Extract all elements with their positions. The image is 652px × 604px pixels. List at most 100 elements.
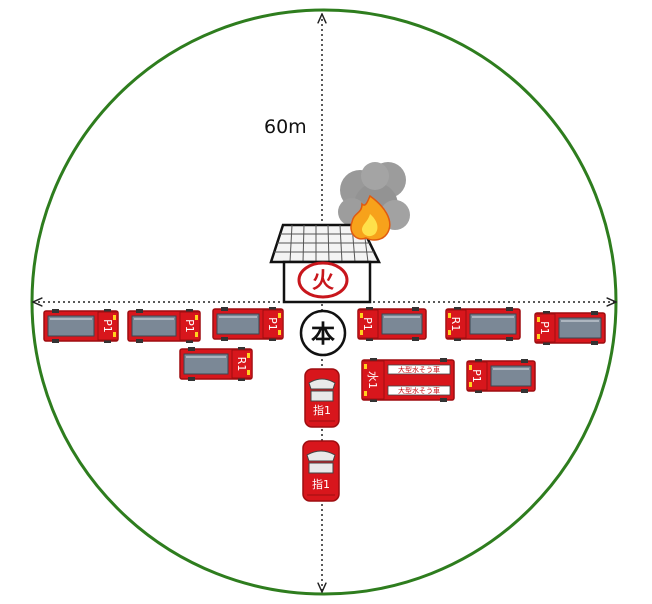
vehicle-label: 指1 [312,477,330,491]
headquarters-icon: 本 [299,309,347,357]
roof-window [310,390,334,402]
wheel [521,359,528,363]
vehicle-cab [361,360,385,400]
wheel [591,311,598,315]
equipment-panel [469,313,517,335]
pumper-4-vehicle: P1 [357,307,427,341]
wheel [506,337,513,341]
vehicle-label: P1 [101,319,114,333]
tank-label-top-box [387,364,451,375]
wheel [238,347,245,351]
vehicle-label: R1 [449,317,462,332]
equipment-panel [381,313,423,335]
wheel [454,307,461,311]
equipment-panel [131,315,177,337]
pumper-3-vehicle: P1 [212,307,284,341]
rescue-2-vehicle: R1 [445,307,521,341]
equipment-panel [490,365,532,387]
wheel [475,389,482,393]
vehicle-label: P1 [183,319,196,333]
warning-light [469,365,472,370]
windshield [306,450,336,462]
pumper-2-vehicle: P1 [127,309,201,343]
fire-mark-icon: 火 [297,261,349,299]
wheel [412,337,419,341]
warning-light [448,313,451,318]
warning-light [537,317,540,322]
warning-light [113,315,116,320]
command-2-vehicle: 指1 [302,440,340,502]
vehicle-label: 水1 [366,371,379,389]
wheel [136,309,143,313]
wheel [475,359,482,363]
wheel [440,398,447,402]
pumper-6-vehicle: P1 [466,359,536,393]
vehicle-label: P1 [266,317,279,331]
vehicle-label: 指1 [313,403,331,417]
wheel [440,358,447,362]
wheel [412,307,419,311]
wheel [52,339,59,343]
vehicle-label: P1 [538,321,551,335]
command-1-vehicle: 指1 [304,368,340,428]
flame-icon [350,194,391,241]
roof-window [308,462,334,474]
windshield [308,378,336,390]
headquarters-text: 本 [311,320,335,348]
warning-light [360,313,363,318]
wheel [370,398,377,402]
pumper-5-vehicle: P1 [534,311,606,345]
wheel [104,309,111,313]
pumper-1-vehicle: P1 [43,309,119,343]
warning-light [360,330,363,335]
tank-side-text-top: 大型水そう車 [398,365,440,374]
wheel [188,347,195,351]
wheel [186,339,193,343]
rescue-1-vehicle: R1 [179,347,253,381]
wheel [188,377,195,381]
wheel [269,307,276,311]
fire-mark-text: 火 [312,269,334,294]
wheel [52,309,59,313]
vehicle-label: P1 [470,369,483,383]
tank-side-text-bottom: 大型水そう車 [398,386,440,395]
vehicle-label: R1 [235,357,248,372]
warning-light [113,332,116,337]
warning-light [537,334,540,339]
tank-label-bottom-box [387,385,451,396]
warning-light [247,353,250,358]
wheel [591,341,598,345]
warning-light [247,370,250,375]
warning-light [278,313,281,318]
equipment-panel [47,315,95,337]
warning-light [469,382,472,387]
wheel [269,337,276,341]
wheel [221,337,228,341]
vehicle-label: P1 [361,317,374,331]
wheel [136,339,143,343]
wheel [366,337,373,341]
wheel [543,311,550,315]
wheel [506,307,513,311]
wheel [238,377,245,381]
warning-light [448,330,451,335]
wheel [370,358,377,362]
equipment-panel [183,353,229,375]
warning-light [364,364,367,369]
wheel [186,309,193,313]
warning-light [364,391,367,396]
wheel [104,339,111,343]
wheel [543,341,550,345]
distance-label: 60m [264,116,307,138]
equipment-panel [558,317,602,339]
equipment-panel [216,313,260,335]
warning-light [195,332,198,337]
warning-light [195,315,198,320]
wheel [221,307,228,311]
warning-light [278,330,281,335]
wheel [366,307,373,311]
wheel [454,337,461,341]
